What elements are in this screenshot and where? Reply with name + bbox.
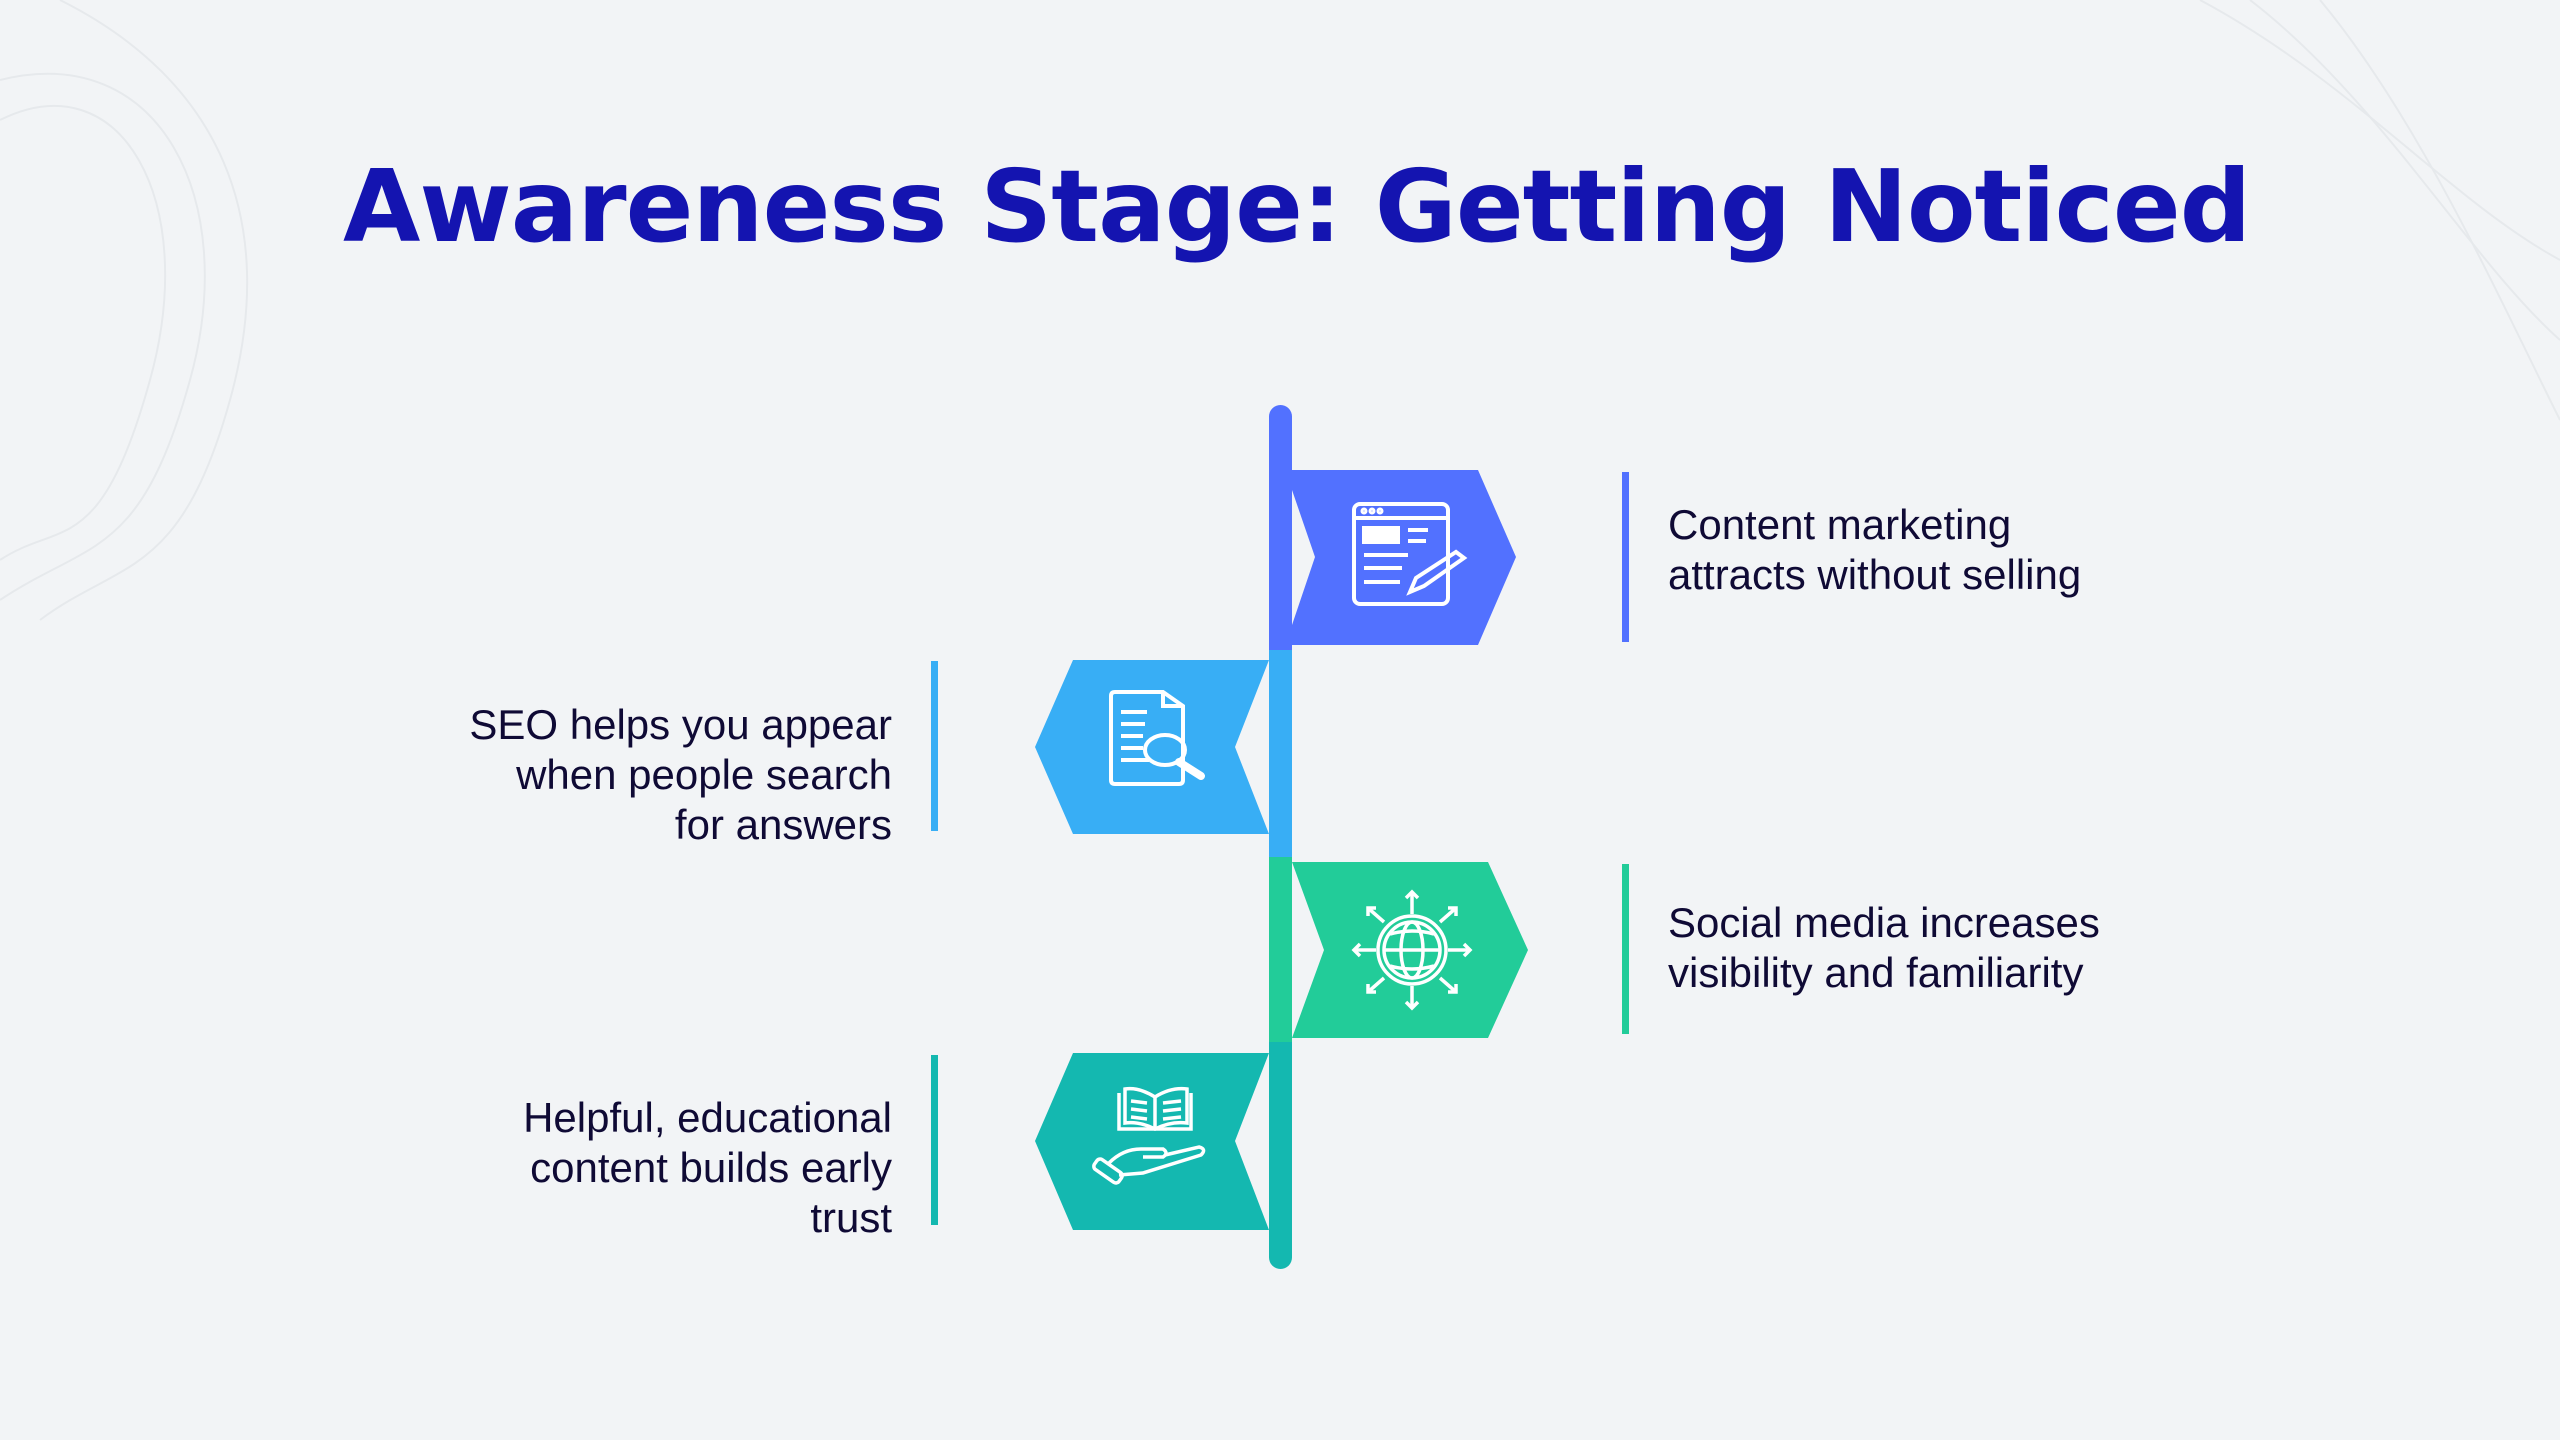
item-text-seo: SEO helps you appear when people search … — [292, 700, 892, 850]
timeline-pole — [1269, 405, 1292, 1269]
text-line: Social media increases — [1668, 899, 2100, 946]
text-line: SEO helps you appear — [469, 701, 892, 748]
flag-seo — [1035, 660, 1269, 834]
flag-content-marketing — [1292, 470, 1516, 645]
document-search-icon — [1109, 690, 1205, 786]
accent-bar — [931, 1055, 938, 1225]
flag-educational-content — [1035, 1053, 1269, 1230]
text-line: visibility and familiarity — [1668, 949, 2084, 996]
item-text-educational-content: Helpful, educational content builds earl… — [292, 1093, 892, 1243]
text-line: attracts without selling — [1668, 551, 2082, 598]
accent-bar — [931, 661, 938, 831]
text-line: Content marketing — [1668, 501, 2012, 548]
text-line: Helpful, educational — [523, 1094, 892, 1141]
accent-bar — [1622, 864, 1629, 1034]
item-text-content-marketing: Content marketing attracts without selli… — [1668, 500, 2268, 600]
page-title: Awareness Stage: Getting Noticed — [343, 148, 2251, 265]
flag-social-media — [1292, 862, 1528, 1038]
globe-network-icon — [1351, 889, 1473, 1011]
web-edit-icon — [1352, 502, 1468, 606]
book-hand-icon — [1092, 1086, 1206, 1185]
accent-bar — [1622, 472, 1629, 642]
text-line: for answers — [674, 801, 892, 848]
text-line: trust — [810, 1194, 892, 1241]
item-text-social-media: Social media increases visibility and fa… — [1668, 898, 2268, 998]
text-line: when people search — [516, 751, 892, 798]
text-line: content builds early — [530, 1144, 892, 1191]
